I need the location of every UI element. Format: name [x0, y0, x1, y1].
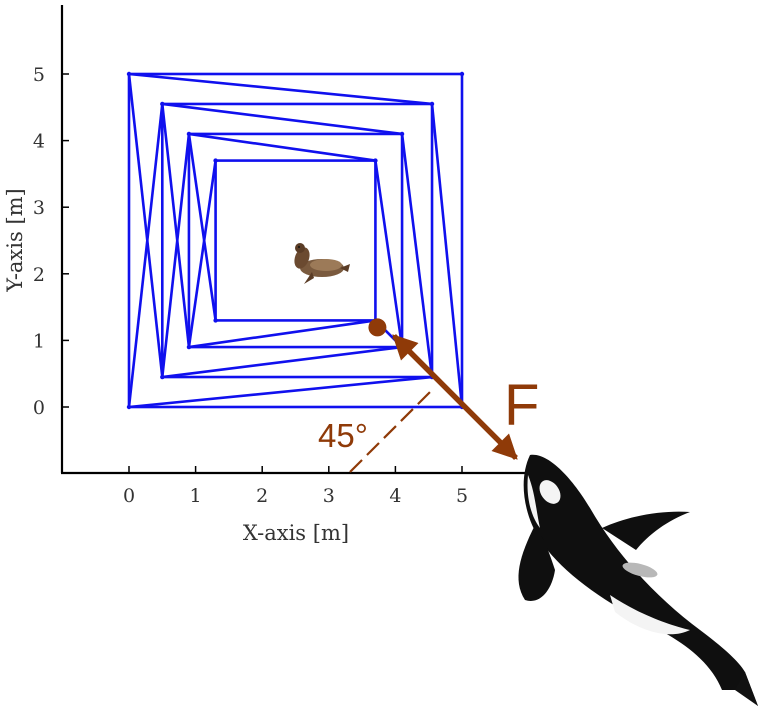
x-tick-label: 4 — [389, 485, 401, 507]
mesh-node — [160, 374, 165, 380]
y-tick-label: 2 — [33, 264, 45, 286]
axes — [60, 5, 540, 475]
mesh-edge — [162, 102, 403, 136]
y-tick-label: 4 — [33, 131, 45, 153]
mesh-edge — [128, 72, 433, 106]
mesh-node — [213, 318, 218, 323]
axis-ticks: 0 1 2 3 4 5 0 1 2 3 4 5 — [33, 64, 468, 507]
mesh-square — [161, 102, 434, 379]
mesh-edge — [187, 133, 217, 321]
mesh-edge — [127, 103, 164, 408]
mesh-edge — [161, 103, 191, 348]
mesh-edge — [188, 319, 376, 349]
y-tick-label: 3 — [33, 197, 45, 219]
force-label: F — [504, 373, 539, 438]
mesh-edge — [161, 133, 191, 378]
y-tick-label: 5 — [33, 64, 45, 86]
mesh-node — [186, 344, 192, 350]
mesh-node — [126, 404, 132, 410]
mesh-node — [373, 158, 378, 163]
orca-icon — [518, 454, 758, 706]
x-tick-label: 2 — [256, 485, 268, 507]
mesh-node — [213, 158, 218, 163]
y-tick-label: 1 — [33, 330, 45, 352]
y-tick-label: 0 — [33, 397, 45, 419]
mesh-edge — [430, 103, 464, 408]
mesh-edge — [374, 160, 404, 348]
mesh-node — [459, 71, 465, 77]
mesh-edge — [188, 132, 376, 162]
x-axis-title: X-axis [m] — [243, 521, 349, 545]
force-arrow — [392, 334, 518, 460]
y-axis-title: Y-axis [m] — [3, 188, 27, 292]
mesh-edge — [127, 73, 164, 378]
force-application-point — [368, 318, 387, 337]
mesh-edge — [400, 133, 434, 378]
mesh-edge — [162, 345, 403, 379]
x-tick-label: 3 — [323, 485, 335, 507]
mesh-node — [399, 131, 405, 137]
mesh-node — [429, 101, 435, 107]
x-tick-label: 0 — [123, 485, 135, 507]
seal-icon — [294, 243, 350, 284]
mesh-square — [127, 72, 464, 409]
mesh-square — [187, 132, 404, 349]
mesh-square — [214, 159, 377, 322]
mesh-node — [160, 101, 165, 107]
angle-label: 45° — [318, 417, 368, 454]
mesh-edge — [187, 160, 217, 348]
x-tick-label: 1 — [190, 485, 202, 507]
mesh-edge — [128, 375, 433, 409]
mesh-node — [126, 71, 132, 77]
mesh-node — [186, 131, 192, 137]
mesh-grid — [126, 71, 465, 410]
x-tick-label: 5 — [456, 485, 468, 507]
